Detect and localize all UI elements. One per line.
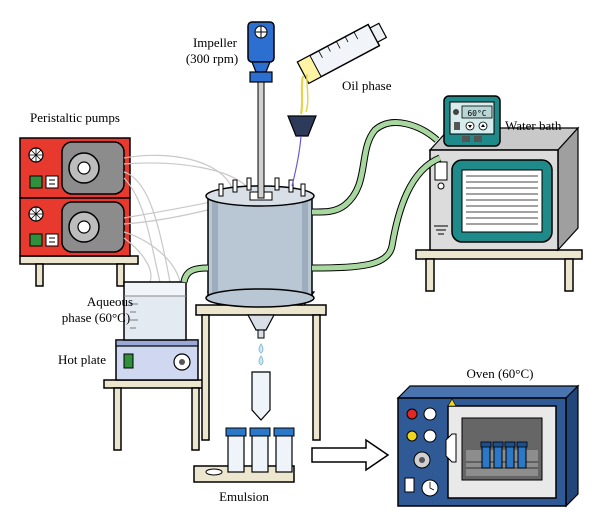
hot-plate-switch	[123, 353, 134, 369]
reactor-stand-leg-left	[201, 314, 210, 441]
oven-dial-lower	[423, 429, 437, 443]
emulsion-droplet	[258, 355, 264, 366]
label-impeller-speed: (300 rpm)	[186, 51, 238, 66]
oven-yellow-indicator	[406, 430, 418, 442]
oven-red-indicator	[406, 408, 418, 420]
oven-warning-icon	[447, 398, 457, 407]
oven-dial-upper	[423, 407, 437, 421]
label-peristaltic-pumps: Peristaltic pumps	[30, 110, 120, 125]
oven	[396, 384, 580, 508]
oven-tube	[480, 441, 492, 469]
hot-plate-station	[103, 281, 209, 451]
pump-table-leg-left	[35, 263, 44, 287]
reactor-base	[205, 288, 315, 308]
aqueous-phase-liquid	[125, 296, 185, 339]
impeller	[247, 21, 275, 199]
water-bath-display-text: 60°C	[467, 109, 486, 118]
water-bath-power-switch	[434, 161, 448, 181]
reactor-outlet-funnel	[247, 314, 275, 331]
label-impeller: Impeller	[193, 35, 238, 50]
collection-tube	[251, 371, 271, 421]
hotplate-table-leg-right	[191, 387, 200, 451]
oil-phase-cylinder	[296, 22, 388, 85]
oven-tube	[492, 441, 504, 469]
reactor-station	[195, 177, 327, 441]
water-bath-display	[461, 105, 493, 119]
oven-tube	[516, 441, 528, 469]
label-oil-phase: Oil phase	[342, 78, 392, 93]
pump-table-leg-right	[116, 263, 125, 287]
bath-table-leg-right	[564, 258, 574, 292]
bath-table-top	[415, 249, 583, 260]
pump-upper-direction-icon	[45, 175, 59, 189]
pump-lower-rotor-hub	[77, 220, 91, 234]
oven-power-switch	[404, 477, 415, 493]
hotplate-table-leg-left	[113, 387, 122, 451]
emulsion-tube	[249, 427, 271, 473]
pump-upper-rotor-hub	[77, 161, 91, 175]
label-oven: Oven (60°C)	[467, 366, 534, 381]
water-bath-station: 60°C	[415, 95, 583, 292]
oil-stream	[299, 75, 305, 115]
oil-funnel	[287, 115, 317, 137]
pump-upper-switch	[29, 175, 43, 189]
emulsion-droplet	[258, 343, 264, 354]
label-water-bath: Water bath	[505, 118, 562, 133]
label-emulsion: Emulsion	[219, 489, 269, 504]
pump-lower-switch	[29, 233, 43, 247]
label-aqueous-temp: phase (60°C)	[62, 310, 130, 325]
pump-lower-direction-icon	[45, 233, 59, 247]
transfer-arrow	[311, 438, 390, 472]
hotplate-table-top	[103, 379, 209, 389]
emulsion-tube	[273, 427, 295, 473]
pump-table-top	[19, 255, 139, 265]
emulsion-tube	[225, 427, 247, 473]
impeller-shaft	[257, 79, 265, 199]
peristaltic-pumps	[19, 137, 139, 287]
oven-door-handle	[445, 433, 457, 463]
emulsion-station	[193, 427, 295, 483]
reactor-stand-leg-right	[312, 314, 321, 441]
label-aqueous-phase: Aqueous	[87, 294, 133, 309]
reactor-vessel	[207, 195, 313, 299]
water-bath-hoses	[180, 119, 442, 283]
oil-feed-line	[291, 135, 302, 187]
oil-phase	[287, 22, 388, 187]
bath-table-leg-left	[425, 258, 435, 292]
oven-tube	[504, 441, 516, 469]
label-hot-plate: Hot plate	[58, 352, 106, 367]
